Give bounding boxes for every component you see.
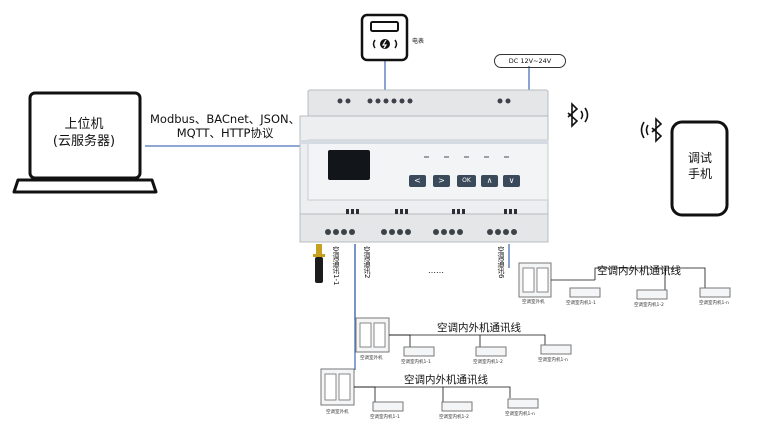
bluetooth-icon — [567, 102, 589, 128]
outdoor-unit-label-2: 空调室外机 — [360, 356, 383, 361]
indoor-unit — [540, 344, 572, 355]
indoor-unit-label-3-1: 空调室内机1-1 — [370, 415, 400, 420]
outdoor-unit-label-1: 空调室外机 — [522, 300, 545, 305]
antenna-icon — [313, 244, 325, 283]
indoor-unit-label-2-1: 空调室内机1-1 — [401, 360, 431, 365]
electric-meter-icon — [360, 13, 409, 62]
phone-icon — [640, 117, 729, 217]
indoor-unit — [475, 346, 507, 357]
port-2-label: 空调通讯2 — [363, 246, 371, 279]
indoor-unit-label-2-2: 空调室内机1-2 — [473, 360, 503, 365]
phone-label-line2: 手机 — [687, 167, 712, 181]
comm-line-label-3: 空调内外机通讯线 — [404, 374, 488, 386]
ac-group-2 — [355, 317, 572, 357]
protocol-line2: MQTT、HTTP协议 — [176, 126, 274, 140]
indoor-unit — [569, 287, 601, 298]
comm-line-label-2: 空调内外机通讯线 — [437, 322, 521, 334]
port-1-label: 空调通讯1-1 — [332, 246, 340, 286]
ellipsis: …… — [428, 266, 444, 275]
right-button[interactable]: > — [433, 175, 450, 187]
indoor-unit — [636, 289, 668, 300]
laptop-label-line1: 上位机 — [64, 117, 104, 132]
protocol-label: Modbus、BACnet、JSON、 MQTT、HTTP协议 — [150, 112, 300, 140]
indoor-unit — [699, 287, 731, 298]
indoor-unit-label-3-n: 空调室内机1-n — [505, 412, 535, 417]
comm-line-label-1: 空调内外机通讯线 — [597, 265, 681, 277]
indoor-unit — [403, 346, 435, 357]
meter-label: 电表 — [412, 38, 425, 45]
port-6-label: 空调通讯6 — [497, 246, 505, 279]
indoor-unit-label-1-2: 空调室内机1-2 — [634, 303, 664, 308]
ac-group-3 — [320, 368, 539, 412]
ok-button[interactable]: OK — [457, 175, 476, 187]
indoor-unit-label-3-2: 空调室内机1-2 — [439, 415, 469, 420]
gateway-device — [299, 89, 549, 243]
outdoor-unit-label-3: 空调室外机 — [326, 410, 349, 415]
indoor-unit-label-1-n: 空调室内机1-n — [699, 301, 729, 306]
indoor-unit-label-1-1: 空调室内机1-1 — [566, 301, 596, 306]
power-label: DC 12V~24V — [494, 54, 566, 68]
up-button[interactable]: ∧ — [481, 175, 498, 187]
laptop-label: 上位机 (云服务器) — [40, 116, 128, 150]
laptop-label-line2: (云服务器) — [52, 134, 116, 149]
phone-label: 调试 手机 — [678, 150, 722, 182]
indoor-unit-label-2-n: 空调室内机1-n — [538, 358, 568, 363]
laptop-icon — [12, 91, 158, 194]
phone-label-line1: 调试 — [687, 151, 712, 165]
connection-lines — [145, 58, 530, 370]
ac-group-1 — [518, 262, 731, 300]
indoor-unit — [372, 401, 404, 412]
left-button[interactable]: < — [409, 175, 426, 187]
down-button[interactable]: ∨ — [503, 175, 520, 187]
indoor-unit — [441, 401, 473, 412]
indoor-unit — [507, 398, 539, 409]
protocol-line1: Modbus、BACnet、JSON、 — [150, 112, 301, 126]
